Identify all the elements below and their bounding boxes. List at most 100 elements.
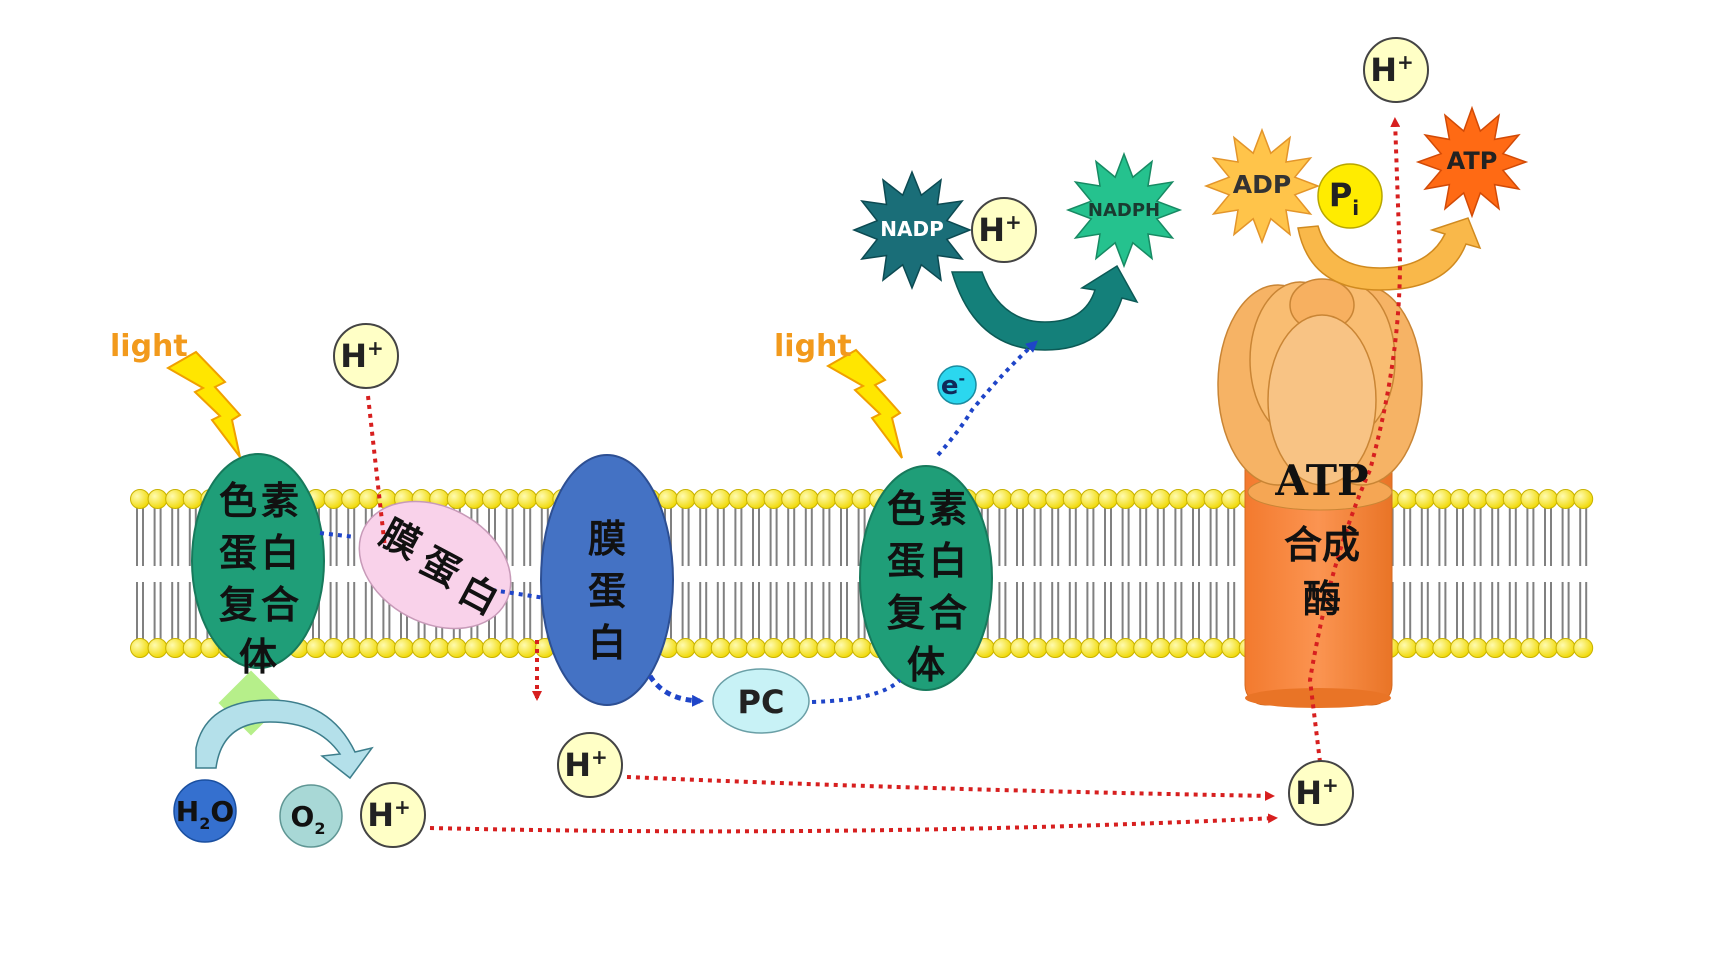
protons: H+H+H+H+H+H+ xyxy=(333,37,1429,848)
proton-symbol: H xyxy=(978,211,1005,249)
lipid-head xyxy=(1133,638,1154,658)
lipid-head xyxy=(1168,489,1189,509)
lipid-head xyxy=(798,489,819,509)
lipid-head xyxy=(1062,638,1083,658)
lipid-head xyxy=(182,489,203,509)
lipid-head xyxy=(798,638,819,658)
adp-label: ADP xyxy=(1233,170,1291,199)
membrane-protein-blue-char: 白 xyxy=(588,620,626,665)
proton-circle xyxy=(557,732,623,798)
proton-symbol: H xyxy=(564,746,591,784)
lipid-head xyxy=(517,638,538,658)
atp-synthase-base-bottom xyxy=(1245,688,1391,708)
lipid-head xyxy=(693,489,714,509)
lipid-head xyxy=(1115,489,1136,509)
lipid-head xyxy=(341,489,362,509)
lipid-head xyxy=(1432,638,1453,658)
lipid-head xyxy=(464,489,485,509)
lipid-head xyxy=(446,489,467,509)
lipid-head xyxy=(464,638,485,658)
lipid-head xyxy=(1098,638,1118,658)
lipid-head xyxy=(323,638,344,658)
lipid-head xyxy=(1432,489,1453,509)
proton-symbol: H xyxy=(1370,51,1397,89)
proton-symbol: H xyxy=(1295,774,1322,812)
lipid-head xyxy=(728,638,749,658)
lipid-head xyxy=(1538,638,1558,658)
proton: H+ xyxy=(360,782,426,848)
nadph-label: NADPH xyxy=(1088,200,1160,221)
lipid-head xyxy=(482,638,502,658)
lipid-head xyxy=(781,638,802,658)
lipid-head xyxy=(1555,489,1576,509)
proton-label: H+ xyxy=(367,795,411,834)
lipid-head xyxy=(1485,489,1506,509)
lipid-head xyxy=(1485,638,1506,658)
pi-label: Pi xyxy=(1329,176,1359,220)
lipid-head xyxy=(147,638,168,658)
lipid-head xyxy=(1080,489,1101,509)
lipid-head xyxy=(1045,638,1066,658)
lipid-head xyxy=(1502,489,1523,509)
oxygen-label: O2 xyxy=(291,800,326,838)
lipid-head xyxy=(1027,489,1048,509)
nadph-star xyxy=(1065,151,1183,269)
proton: H+ xyxy=(1288,760,1354,826)
lipid-head xyxy=(1150,638,1171,658)
pigment-complex-1-char: 素 xyxy=(261,478,299,523)
lipid-head xyxy=(1098,489,1118,509)
pigment-complex-2-char: 蛋 xyxy=(887,538,925,583)
lipid-head xyxy=(323,489,344,509)
atp-label: ATP xyxy=(1447,147,1498,175)
lipid-head xyxy=(1045,489,1066,509)
lipid-head xyxy=(851,489,872,509)
lipid-head xyxy=(446,638,467,658)
light-label-1: light xyxy=(110,329,188,364)
lipid-head xyxy=(341,638,362,658)
lipid-head xyxy=(1520,638,1541,658)
oxygen-molecule xyxy=(279,784,343,848)
lipid-head xyxy=(816,638,837,658)
proton-symbol: H xyxy=(340,337,367,375)
nadp-star xyxy=(851,169,973,291)
lipid-head xyxy=(675,489,696,509)
lipid-head xyxy=(1467,638,1488,658)
lipid-head xyxy=(130,638,150,658)
membrane-protein-pink xyxy=(358,500,512,630)
proton-charge: + xyxy=(1005,210,1022,234)
lipid-head xyxy=(746,638,766,658)
lipid-head xyxy=(499,638,520,658)
lipid-head xyxy=(499,489,520,509)
proton-circle xyxy=(1363,37,1429,103)
lipid-head xyxy=(1027,638,1048,658)
lipid-head xyxy=(710,638,731,658)
lipid-head xyxy=(851,638,872,658)
membrane-protein-blue-char: 膜 xyxy=(588,516,626,561)
lipid-head xyxy=(306,638,326,658)
lipid-head xyxy=(974,489,995,509)
lipid-head xyxy=(816,489,837,509)
lipid-head xyxy=(429,638,450,658)
membrane-protein-blue xyxy=(540,454,674,706)
lipid-head xyxy=(517,489,538,509)
nadp-reduction-arrow xyxy=(950,264,1139,351)
lipid-head xyxy=(376,638,397,658)
proton-charge: + xyxy=(367,336,384,360)
lipid-head xyxy=(165,489,186,509)
pi-molecule xyxy=(1317,163,1383,229)
proton-charge: + xyxy=(1397,50,1414,74)
electron xyxy=(937,365,977,405)
light-label-2: light xyxy=(774,329,852,364)
lipid-head xyxy=(1150,489,1171,509)
lipid-head xyxy=(1414,489,1435,509)
proton: H+ xyxy=(557,732,623,798)
lipid-head xyxy=(1520,489,1541,509)
lipid-head xyxy=(1502,638,1523,658)
pigment-complex-2-char: 素 xyxy=(929,486,967,531)
lipid-head xyxy=(710,489,731,509)
lipid-head xyxy=(182,638,203,658)
proton-charge: + xyxy=(1322,773,1339,797)
lipid-head xyxy=(534,489,555,509)
lipid-head xyxy=(1133,489,1154,509)
